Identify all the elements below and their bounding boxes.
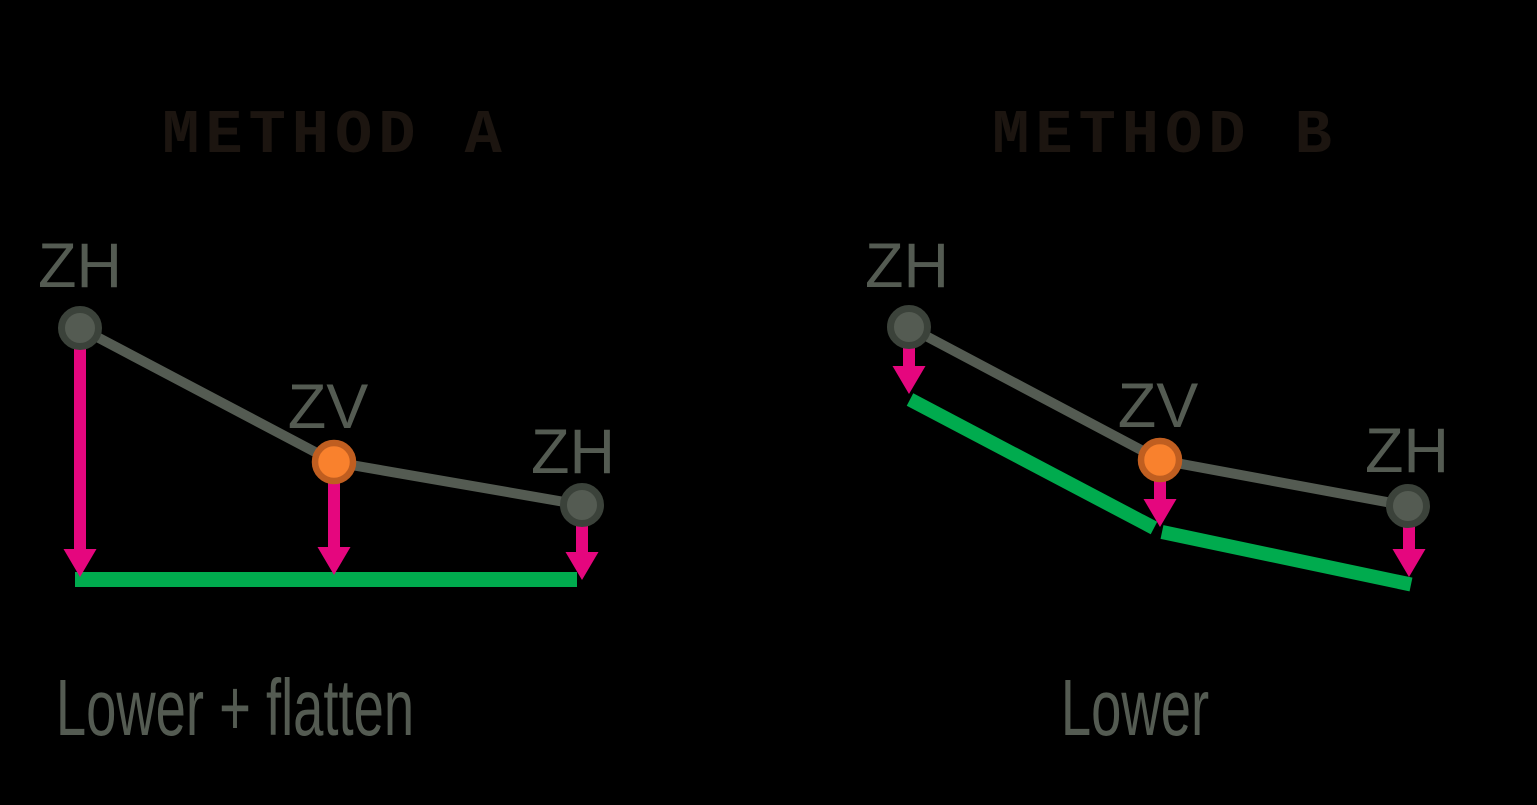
method-a-label-zh-right: ZH <box>531 417 615 487</box>
down-arrow-icon <box>892 366 926 394</box>
method-b-point-zh-left <box>887 305 931 349</box>
down-arrow-icon <box>317 547 351 575</box>
method-a-label-zh-left: ZH <box>38 231 122 301</box>
method-a-point-zv <box>311 439 357 485</box>
method-a-arrow-mid <box>317 472 351 575</box>
method-a-arrow-left <box>63 345 97 577</box>
down-arrow-icon <box>1392 549 1426 577</box>
method-b-label-zh-left: ZH <box>865 231 949 301</box>
down-arrow-icon <box>1143 499 1177 527</box>
method-b-point-zh-right <box>1386 484 1430 528</box>
method-b-label-zv: ZV <box>1118 371 1199 441</box>
method-b-panel: METHOD B ZH <box>865 100 1449 753</box>
method-b-label-zh-right: ZH <box>1365 416 1449 486</box>
method-a-title: METHOD A <box>162 100 508 171</box>
method-b-target-line-segment-1 <box>906 393 1158 535</box>
method-a-point-zh-right <box>560 483 604 527</box>
method-a-point-zh-left <box>58 306 102 350</box>
method-a-panel: METHOD A ZH ZV <box>38 100 615 753</box>
down-arrow-icon <box>63 549 97 577</box>
method-b-title: METHOD B <box>992 100 1338 171</box>
method-b-point-zv <box>1137 437 1183 483</box>
down-arrow-icon <box>565 552 599 580</box>
method-a-label-zv: ZV <box>288 372 369 442</box>
method-b-target-line-segment-2 <box>1160 525 1413 592</box>
method-b-caption: Lower <box>1061 664 1209 753</box>
method-a-caption: Lower + flatten <box>56 664 414 753</box>
